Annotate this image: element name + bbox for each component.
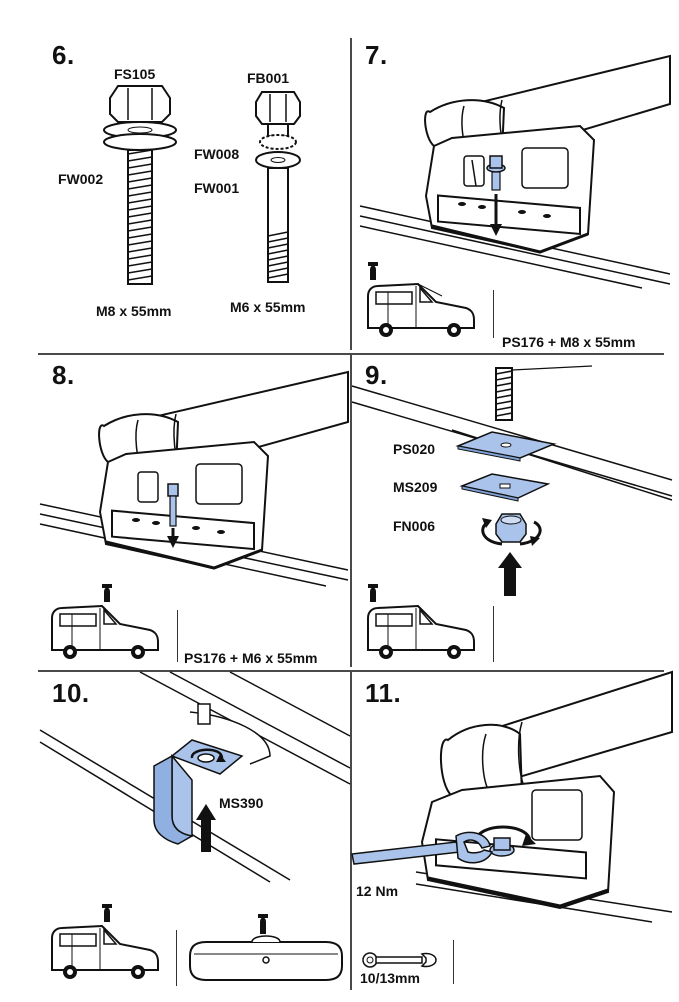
hand-icon	[258, 914, 268, 934]
bracket-ms390	[153, 739, 244, 845]
step-11-wrench-size: 10/13mm	[360, 970, 420, 986]
divider-horizontal-1	[38, 353, 664, 355]
van-icon	[367, 262, 475, 337]
bolt-m6-illustration	[255, 91, 301, 283]
hand-icon	[368, 584, 378, 602]
label-fw002: FW002	[58, 171, 104, 187]
plate-ms209	[459, 473, 551, 502]
step-7-number: 7.	[365, 40, 388, 70]
label-bolt-m8: M8 x 55mm	[96, 303, 172, 319]
van-icon	[367, 584, 475, 659]
step-11-torque: 12 Nm	[356, 883, 399, 899]
step-7-separator	[493, 290, 494, 338]
label-ms390: MS390	[219, 795, 264, 811]
foot-assembly-step7	[359, 54, 671, 289]
arrow-down-icon	[167, 536, 179, 548]
van-icon	[51, 904, 159, 979]
divider-horizontal-2	[38, 670, 664, 672]
wrench-icon	[362, 952, 437, 968]
van-icon	[51, 584, 159, 659]
foot-assembly-step11	[415, 670, 673, 923]
arrow-up-icon	[196, 804, 216, 852]
nut-fn006	[481, 513, 542, 546]
profile-bar-icon	[189, 914, 343, 981]
hand-icon	[102, 584, 112, 602]
label-fn006: FN006	[393, 518, 436, 534]
stud-step9	[495, 365, 593, 421]
label-ps020: PS020	[393, 441, 436, 457]
step-11-number: 11.	[365, 678, 402, 708]
hand-icon	[102, 904, 112, 922]
step-9-separator	[493, 606, 494, 662]
divider-vertical-top	[350, 38, 352, 350]
step-6-number: 6.	[52, 40, 75, 70]
arrow-up-icon	[498, 552, 522, 596]
divider-vertical-bottom	[350, 672, 352, 990]
bolt-m8-illustration	[103, 85, 177, 285]
label-ms209: MS209	[393, 479, 438, 495]
label-bolt-m6: M6 x 55mm	[230, 299, 306, 315]
step-10-separator	[176, 930, 177, 986]
plate-ps020	[455, 431, 557, 462]
rotate-icon	[190, 748, 226, 762]
step-8-number: 8.	[52, 360, 75, 390]
label-fs105: FS105	[114, 66, 156, 82]
arrow-down-icon	[490, 224, 502, 236]
step-8-separator	[177, 610, 178, 662]
step-10-number: 10.	[52, 678, 90, 708]
label-fb001: FB001	[247, 70, 290, 86]
step-8-caption: PS176 + M6 x 55mm	[184, 650, 318, 666]
step-9-number: 9.	[365, 360, 388, 390]
divider-vertical-mid	[350, 355, 352, 667]
foot-assembly-step8	[39, 370, 349, 587]
wrench-icon	[351, 831, 494, 865]
label-fw008: FW008	[194, 146, 240, 162]
rotate-icon	[481, 518, 542, 546]
step-7-caption: PS176 + M8 x 55mm	[502, 334, 636, 350]
label-fw001: FW001	[194, 180, 240, 196]
hand-icon	[368, 262, 378, 280]
step-11-separator	[453, 940, 454, 984]
